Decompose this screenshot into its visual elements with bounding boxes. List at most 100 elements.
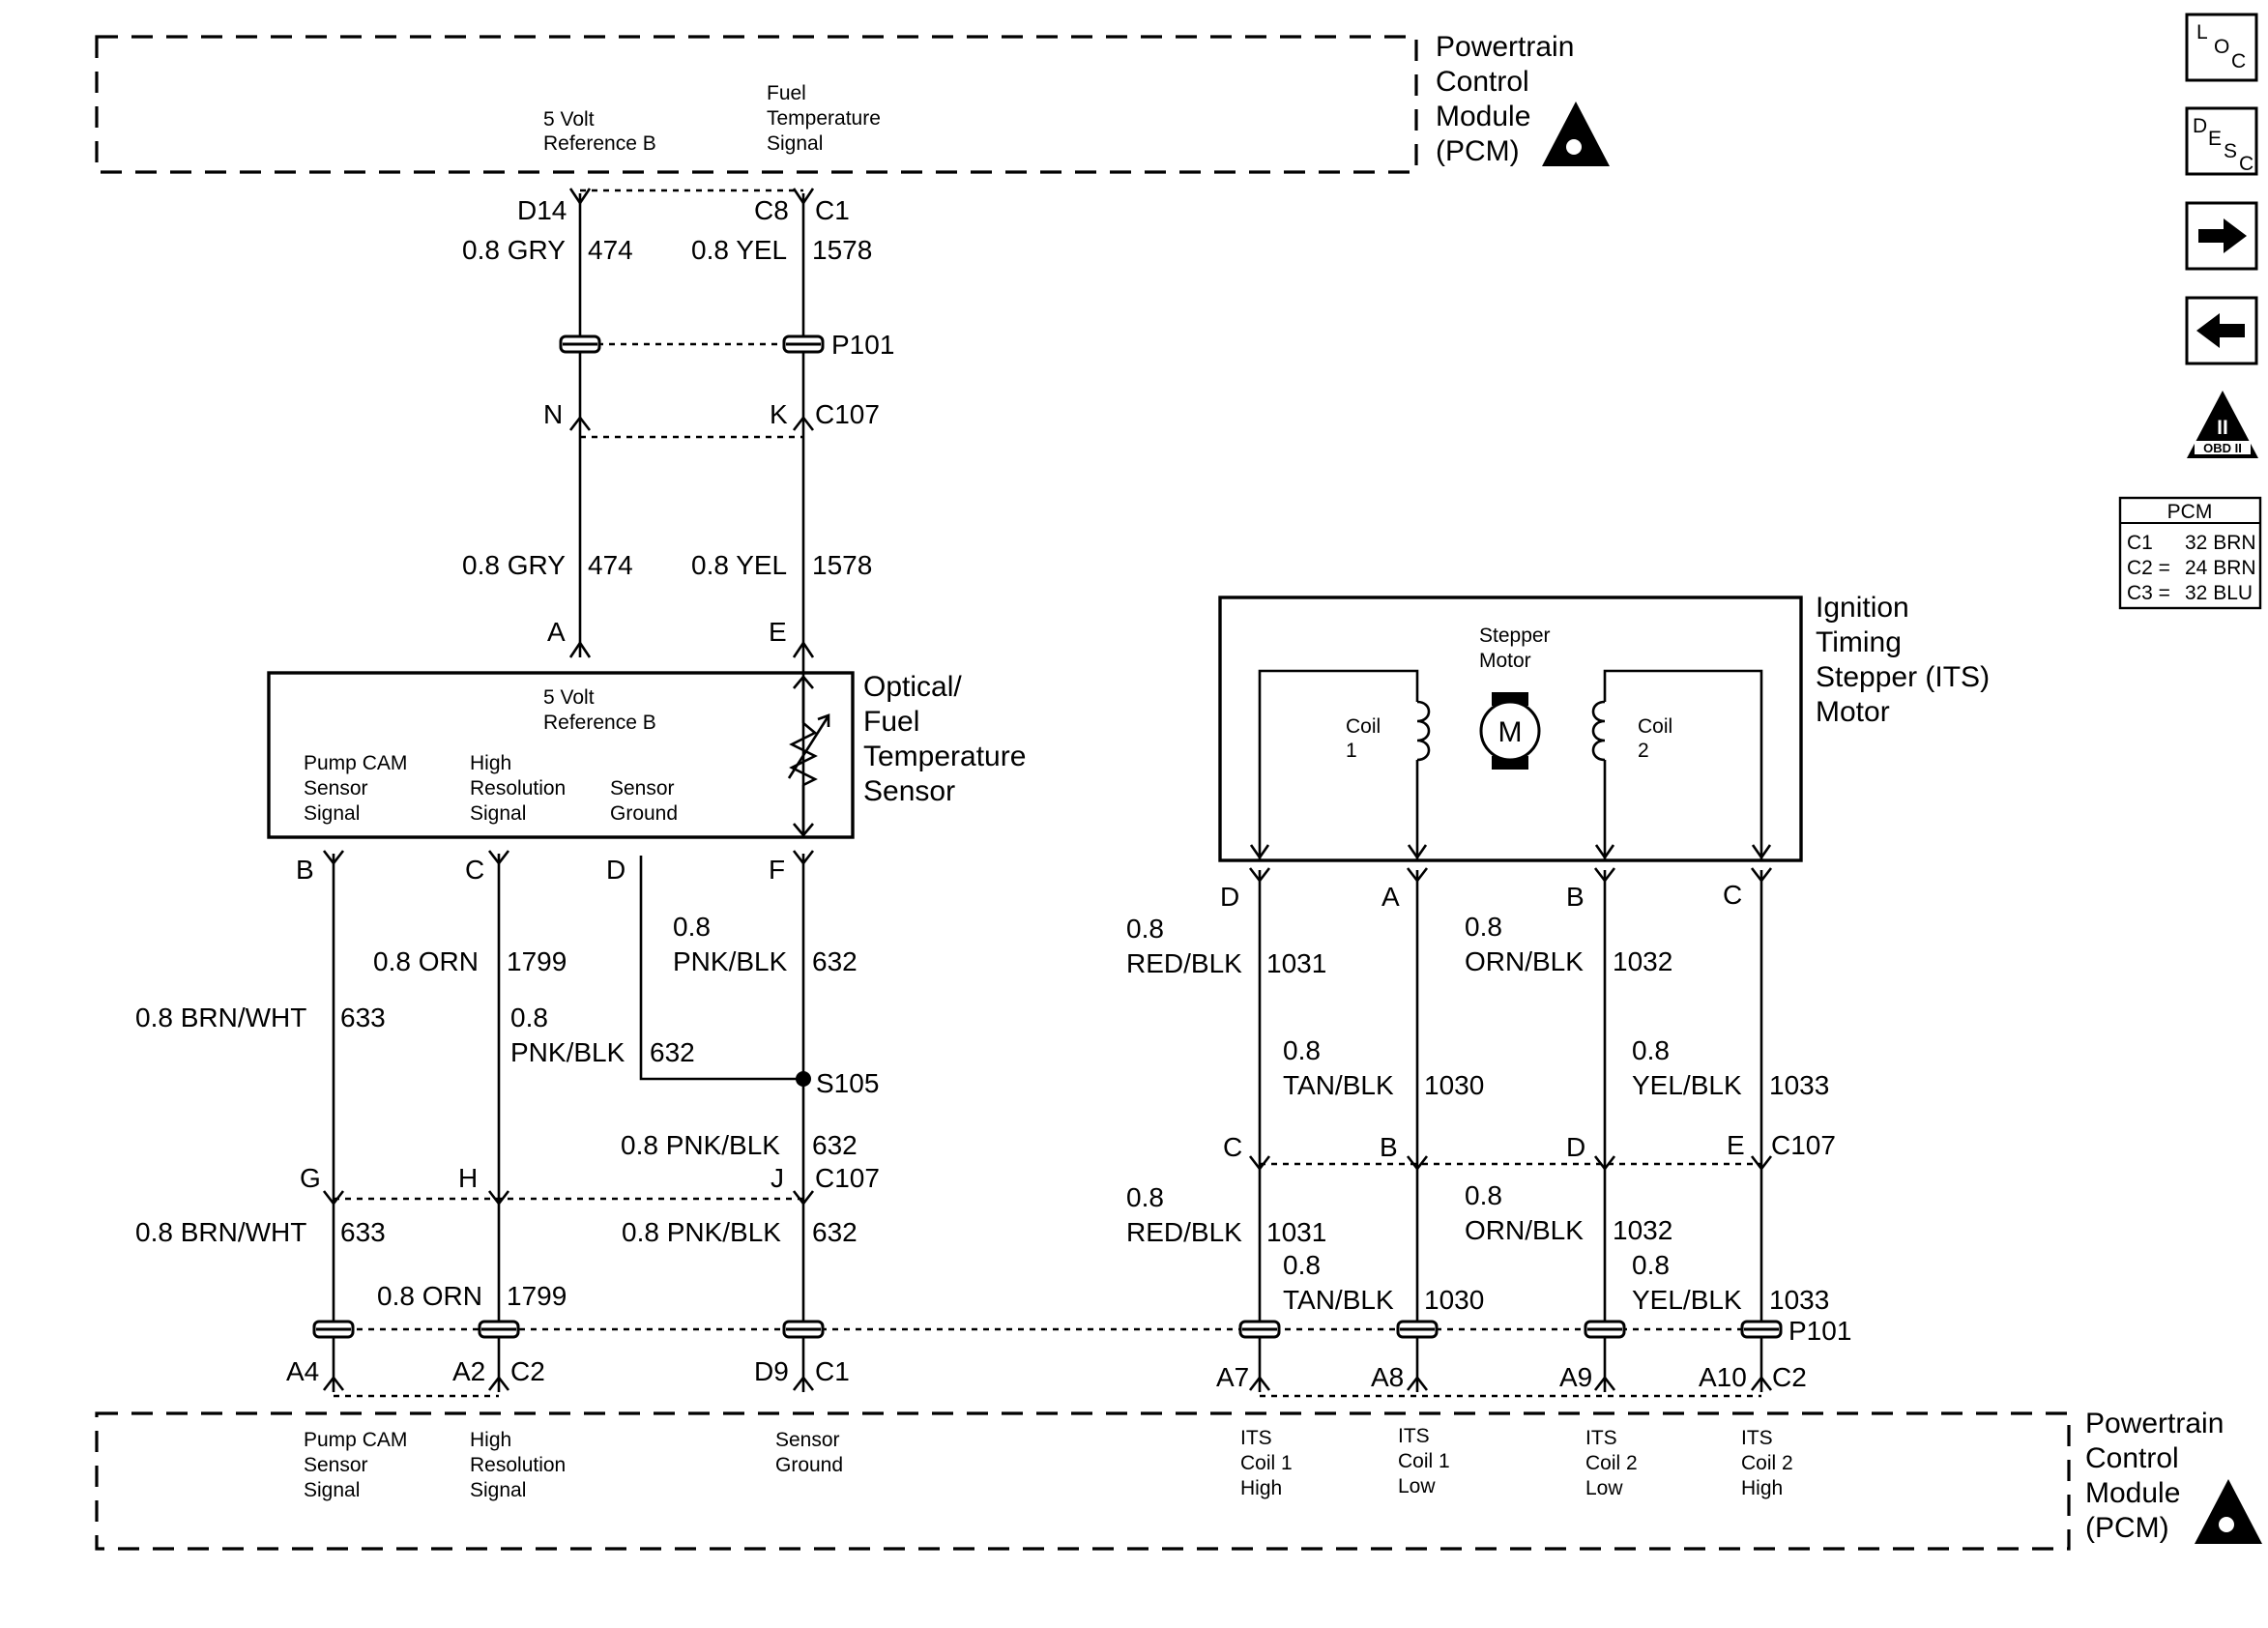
connector-c107-mid: C107: [815, 1163, 880, 1193]
wire-474-number-upper: 474: [588, 235, 633, 265]
its-title-3: Stepper (ITS): [1816, 661, 1990, 693]
wire-1578-number-upper: 1578: [812, 235, 872, 265]
wire-632-size-b: 0.8: [673, 912, 711, 942]
sensor-pump-label-3: Signal: [304, 802, 360, 825]
arrow-right-icon: [2198, 218, 2247, 253]
pcm-top-title-4: (PCM): [1436, 135, 1520, 167]
coil-2-label-1: Coil: [1638, 715, 1672, 738]
pcm-bottom-title-2: Control: [2085, 1442, 2179, 1474]
pcm-top-ref-label-2: Reference B: [543, 132, 656, 155]
pin-c2-left: C2: [510, 1356, 545, 1386]
wire-1032: [1593, 867, 1616, 1392]
pin-c1-top: C1: [815, 195, 850, 225]
pcm-pump-label-2: Sensor: [304, 1454, 368, 1476]
pcm-highres-label-1: High: [470, 1429, 511, 1451]
pin-c8: C8: [754, 195, 789, 225]
wire-633-number-lower: 633: [340, 1217, 386, 1247]
pcm-top-module: Powertrain Control Module (PCM) 5 Volt R…: [95, 31, 1610, 174]
wire-1799-color-lower: 0.8 ORN: [377, 1281, 482, 1311]
thermistor-icon: [787, 674, 830, 838]
pin-d9: D9: [754, 1356, 789, 1386]
p101-top-connector-right: [782, 334, 825, 354]
pin-a10: A10: [1699, 1362, 1747, 1392]
wire-633: [322, 850, 345, 1392]
desc-letter-1: D: [2193, 115, 2207, 137]
pin-a2: A2: [452, 1356, 485, 1386]
pcm-its1l-label-1: ITS: [1398, 1425, 1430, 1447]
desc-button[interactable]: D E S C: [2185, 106, 2258, 176]
sensor-title-1: Optical/: [863, 671, 962, 703]
loc-button[interactable]: L O C: [2185, 13, 2258, 82]
sensor-title-4: Sensor: [863, 775, 955, 807]
desc-letter-2: E: [2208, 128, 2222, 150]
wire-1032-color-lower: ORN/BLK: [1465, 1215, 1584, 1245]
next-page-button[interactable]: [2185, 201, 2258, 271]
wire-1033-number-lower: 1033: [1769, 1285, 1829, 1315]
stepper-label-2: Motor: [1479, 650, 1531, 672]
pin-d: D: [606, 855, 625, 885]
pin-h: H: [458, 1163, 478, 1193]
previous-page-button[interactable]: [2185, 296, 2258, 365]
c107-pin-b: B: [1380, 1132, 1398, 1162]
wire-1578-color-upper: 0.8 YEL: [691, 235, 787, 265]
wire-1031-color-lower: RED/BLK: [1126, 1217, 1242, 1247]
pcm-its1h-label-2: Coil 1: [1240, 1452, 1293, 1474]
its-pin-d: D: [1220, 882, 1239, 912]
esd-warning-icon: [1542, 102, 1610, 166]
desc-letter-4: C: [2239, 153, 2253, 175]
coil-1-label-2: 1: [1346, 740, 1357, 762]
its-pin-c: C: [1723, 880, 1742, 910]
wire-1033-size-lower: 0.8: [1632, 1250, 1670, 1280]
its-title-2: Timing: [1816, 626, 1902, 658]
pin-a7: A7: [1216, 1362, 1249, 1392]
wire-1799-number: 1799: [507, 946, 567, 976]
wire-474-color-upper: 0.8 GRY: [462, 235, 566, 265]
pcm-table-header: PCM: [2167, 501, 2213, 523]
wire-1033-number: 1033: [1769, 1070, 1829, 1100]
wire-632-color-a: PNK/BLK: [510, 1037, 625, 1067]
esd-warning-icon-bottom: [2195, 1479, 2262, 1544]
p101-top-connector-left: [559, 334, 601, 354]
pcm-table-row3-connector: C3 =: [2127, 582, 2170, 604]
wire-1799: [487, 850, 510, 1392]
sensor-title-2: Fuel: [863, 706, 919, 738]
motor-letter: M: [1498, 716, 1523, 748]
pin-n: N: [543, 399, 563, 429]
wire-1030-size-lower: 0.8: [1283, 1250, 1321, 1280]
pin-c: C: [465, 855, 484, 885]
its-title-4: Motor: [1816, 696, 1890, 728]
pcm-its2h-label-2: Coil 2: [1741, 1452, 1793, 1474]
pcm-its1l-label-3: Low: [1398, 1475, 1436, 1497]
pcm-highres-label-3: Signal: [470, 1479, 526, 1501]
wire-632-number-lower: 632: [812, 1217, 858, 1247]
wire-1578-color-lower: 0.8 YEL: [691, 550, 787, 580]
p101-bottom-connectors: [312, 1320, 1783, 1339]
pin-k: K: [770, 399, 788, 429]
pin-e: E: [769, 617, 787, 647]
pcm-bottom-module: Powertrain Control Module (PCM) Pump CAM…: [95, 1408, 2262, 1551]
pcm-top-fuel-label-3: Signal: [767, 132, 823, 155]
its-title-1: Ignition: [1816, 592, 1909, 624]
pcm-top-title-3: Module: [1436, 101, 1530, 132]
wire-632-number-a: 632: [650, 1037, 695, 1067]
wire-632-color-b: PNK/BLK: [673, 946, 788, 976]
sensor-ref-label-1: 5 Volt: [543, 686, 595, 709]
wire-1031-number-lower: 1031: [1266, 1217, 1326, 1247]
pcm-its2l-label-3: Low: [1585, 1477, 1623, 1499]
wire-633-number: 633: [340, 1003, 386, 1032]
wire-1032-number: 1032: [1613, 946, 1672, 976]
wire-474-color-lower: 0.8 GRY: [462, 550, 566, 580]
s105-splice-dot: [796, 1071, 811, 1087]
wire-1033-color: YEL/BLK: [1632, 1070, 1742, 1100]
pcm-top-title-1: Powertrain: [1436, 31, 1574, 63]
wire-1799-color: 0.8 ORN: [373, 946, 479, 976]
obd-ii-label: OBD II: [2203, 441, 2242, 455]
optical-fuel-temperature-sensor: 5 Volt Reference B Pump CAM Sensor Signa…: [267, 671, 855, 839]
loc-letter-2: O: [2214, 36, 2229, 58]
obd-ii-button[interactable]: II OBD II: [2187, 391, 2258, 458]
pcm-ground-label-2: Ground: [775, 1454, 843, 1476]
wire-1031-size: 0.8: [1126, 914, 1164, 944]
pcm-bottom-title-3: Module: [2085, 1477, 2180, 1509]
wire-632-size-a: 0.8: [510, 1003, 548, 1032]
c107-pin-c: C: [1223, 1132, 1242, 1162]
